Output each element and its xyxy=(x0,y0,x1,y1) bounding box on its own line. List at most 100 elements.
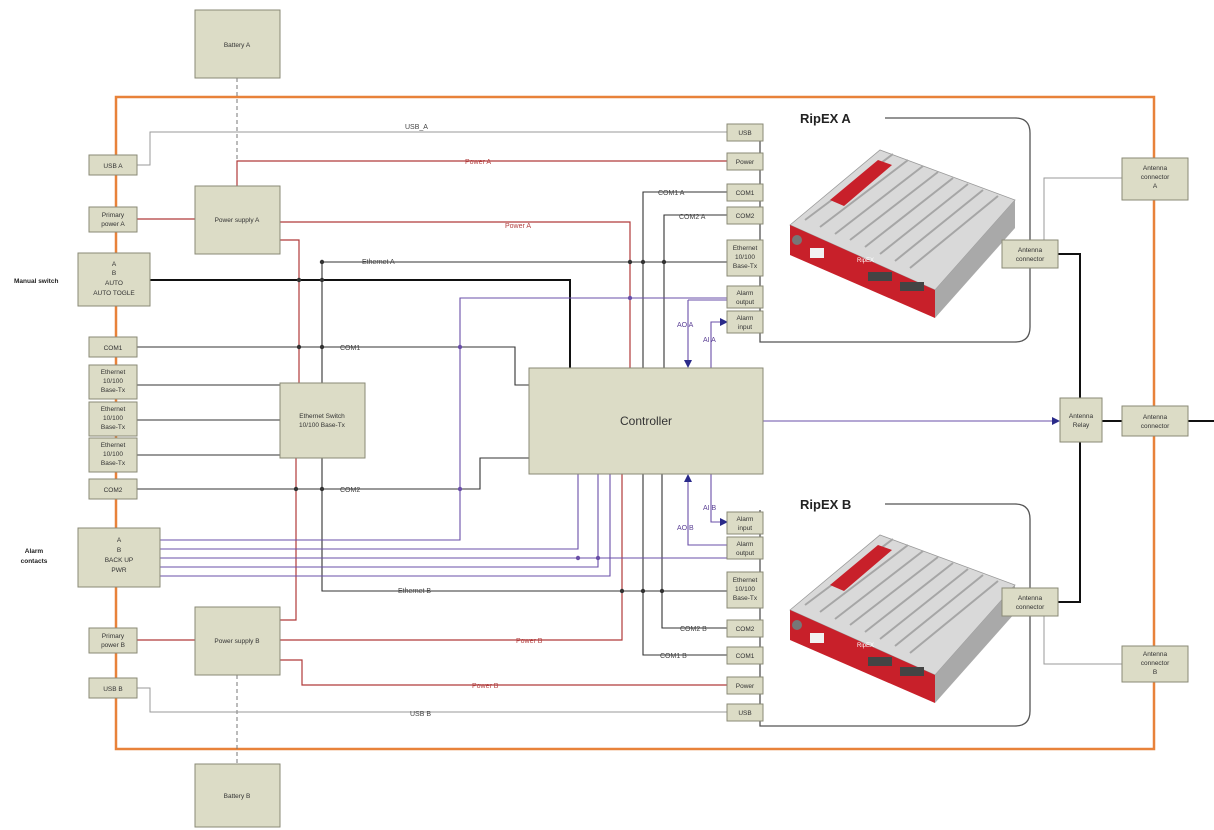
manual-switch-line-auto: AUTO xyxy=(105,280,123,287)
power-a-wire-label-mid: Power A xyxy=(505,223,531,230)
ripex-b-com2-label: COM2 xyxy=(736,626,755,633)
antenna-relay-box xyxy=(1059,397,1103,443)
ao-a-wire-label: AO A xyxy=(677,322,694,329)
ripex-b-title: RipEX B xyxy=(800,497,851,512)
com1-box xyxy=(88,336,138,358)
ripex-a-antenna-connector-box xyxy=(1001,239,1059,269)
com2-label: COM2 xyxy=(104,487,123,494)
power-supply-b-label: Power supply B xyxy=(214,638,259,645)
ripex-a-com2-port xyxy=(726,206,764,225)
antenna-relay-l1: Antenna xyxy=(1069,413,1094,420)
ripex-b-ethernet-l2: 10/100 xyxy=(735,586,755,593)
ripex-a-alarm-input-l1: Alarm xyxy=(737,315,754,322)
ripex-a-frame xyxy=(759,117,1031,343)
usb-b-wire-label: USB B xyxy=(410,711,431,718)
manual-switch-line-toggle: AUTO TOGLE xyxy=(93,290,135,297)
power-supply-a-label: Power supply A xyxy=(215,217,260,224)
ripex-b-power-label: Power xyxy=(736,683,755,690)
ripex-a-ethernet-l3: Base-Tx xyxy=(733,263,758,270)
ai-a-wire xyxy=(710,321,727,368)
ripex-a-device-image: RipEX xyxy=(789,149,1016,318)
com2-box xyxy=(88,478,138,500)
alarm-contacts-box xyxy=(77,527,161,588)
battery-a-label: Battery A xyxy=(224,42,251,49)
com2-a-wire xyxy=(663,214,727,368)
ripex-a-com1-port xyxy=(726,183,764,202)
ripex-b-ethernet-l3: Base-Tx xyxy=(733,595,758,602)
com1-b-wire-label: COM1 B xyxy=(660,653,687,660)
battery-a-box xyxy=(194,9,281,79)
ripex-a-alarm-input-l2: input xyxy=(738,324,752,331)
antenna-relay-l2: Relay xyxy=(1073,422,1090,429)
ripex-b-usb-port xyxy=(726,703,764,722)
alarm-wire-4 xyxy=(160,474,599,568)
com1-a-wire xyxy=(642,191,727,368)
ripex-a-ethernet-l2: 10/100 xyxy=(735,254,755,261)
com1-label: COM1 xyxy=(104,345,123,352)
alarm-wire-2 xyxy=(160,474,579,550)
ethernet-port-2-l2: 10/100 xyxy=(103,415,123,422)
ripex-b-alarm-input-l1: Alarm xyxy=(737,516,754,523)
com1-a-wire-label: COM1 A xyxy=(658,190,685,197)
usb-a-wire xyxy=(137,131,727,166)
ripex-b-ethernet-port xyxy=(726,571,764,609)
manual-switch-bus xyxy=(150,279,571,368)
ethernet-port-1-l1: Ethernet xyxy=(101,369,126,376)
ripex-a-com1-label: COM1 xyxy=(736,190,755,197)
antenna-connector-main-box xyxy=(1121,405,1189,437)
antenna-connector-a-l3: A xyxy=(1153,183,1158,190)
ethernet-switch-label-1: Ethernet Switch xyxy=(299,413,345,420)
antenna-a-feed xyxy=(1058,253,1081,398)
ripex-b-ethernet-l1: Ethernet xyxy=(733,577,758,584)
ripex-b-alarm-input-port xyxy=(726,511,764,535)
ai-a-wire-label: AI A xyxy=(703,337,716,344)
com1-wire xyxy=(137,346,529,386)
ethernet-port-1-box xyxy=(88,364,138,400)
antenna-connector-a-box xyxy=(1121,157,1189,201)
ripex-b-com1-label: COM1 xyxy=(736,653,755,660)
alarm-contacts-side-label-2: contacts xyxy=(21,558,48,565)
power-supply-a-box xyxy=(194,185,281,255)
alarm-line-b: B xyxy=(117,547,121,554)
battery-b-label: Battery B xyxy=(224,793,251,800)
ripex-a-usb-port xyxy=(726,123,764,142)
power-b-wire-sw xyxy=(280,458,297,621)
ripex-a-power-label: Power xyxy=(736,159,755,166)
ripex-b-panel-text: RipEX xyxy=(857,643,874,649)
ripex-a-power-port xyxy=(726,152,764,171)
antenna-b-gray-link xyxy=(1043,616,1122,665)
primary-power-a-label-2: power A xyxy=(101,221,125,228)
usb-a-wire-label: USB_A xyxy=(405,124,428,131)
antenna-connector-a-l2: connector xyxy=(1141,174,1170,181)
ai-b-wire-label: AI B xyxy=(703,505,717,512)
ripex-b-alarm-input-l2: input xyxy=(738,525,752,532)
primary-power-a-label-1: Primary xyxy=(102,212,125,219)
com1-b-wire xyxy=(642,474,727,656)
usb-a-box xyxy=(88,154,138,176)
ripex-b-usb-label: USB xyxy=(738,710,751,717)
com2-wire xyxy=(137,457,529,490)
alarm-wire-1 xyxy=(160,297,727,541)
ethernet-port-3-box xyxy=(88,437,138,473)
ethernet-port-3-l3: Base-Tx xyxy=(101,460,126,467)
ctrl-relay-arrow xyxy=(1052,417,1060,425)
ai-b-arrow xyxy=(720,518,728,526)
ethernet-switch-label-2: 10/100 Base-Tx xyxy=(299,422,346,429)
ao-b-wire xyxy=(687,476,727,546)
ripex-b-alarm-output-l1: Alarm xyxy=(737,541,754,548)
ethernet-b-wire-label: Ethernet B xyxy=(398,588,431,595)
ethernet-port-3-l2: 10/100 xyxy=(103,451,123,458)
manual-switch-line-a: A xyxy=(112,261,117,268)
power-a-wire-label-top: Power A xyxy=(465,159,491,166)
manual-switch-box xyxy=(77,252,151,307)
power-a-wire-ctrl xyxy=(280,221,631,368)
com2-b-wire-label: COM2 B xyxy=(680,626,707,633)
power-b-wire-bottom xyxy=(280,659,727,686)
battery-b-box xyxy=(194,763,281,828)
ripex-a-alarm-output-port xyxy=(726,285,764,309)
antenna-a-gray-link xyxy=(1043,177,1122,240)
ao-b-wire-label: AO B xyxy=(677,525,694,532)
ripex-b-alarm-output-port xyxy=(726,536,764,560)
antenna-b-feed xyxy=(1058,442,1081,603)
